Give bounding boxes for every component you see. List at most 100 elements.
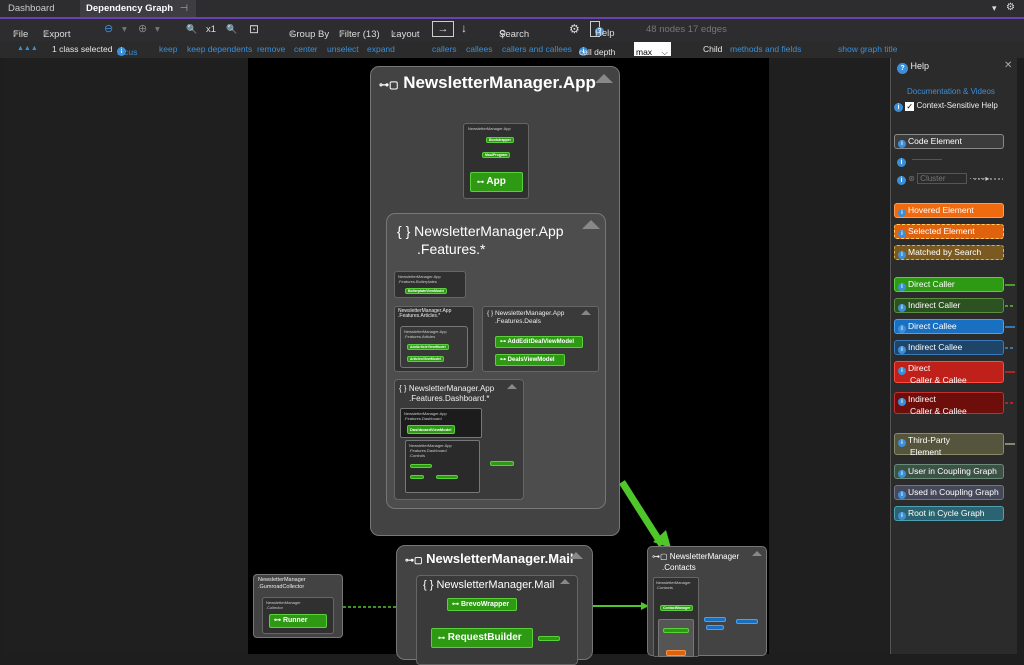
- app-mini-cluster[interactable]: NewsletterManager.App Bootstrapper MauiP…: [463, 123, 529, 199]
- cluster-templates[interactable]: NewsletterManager.App.Features.Boilerpla…: [394, 271, 466, 298]
- tab-dashboard[interactable]: Dashboard: [8, 3, 55, 14]
- call-depth-select[interactable]: max⌵: [634, 42, 671, 57]
- node-runner[interactable]: ⊶ Runner: [269, 614, 327, 628]
- node-mauiprogram[interactable]: MauiProgram: [482, 152, 511, 158]
- node-brevo-wrapper[interactable]: ⊶ BrevoWrapper: [447, 598, 517, 611]
- node-add-edit-deal-viewmodel[interactable]: ⊶ AddEditDealViewModel: [495, 336, 583, 348]
- help-button[interactable]: ? Help: [590, 21, 615, 39]
- cluster-articles-inner[interactable]: NewsletterManager.App.Features.Articles …: [400, 326, 468, 368]
- collapse-icon[interactable]: [560, 579, 570, 584]
- layout-down-button[interactable]: ↓: [461, 21, 467, 35]
- back-caret-icon[interactable]: ▾: [122, 24, 127, 35]
- node-contacts-a[interactable]: [663, 628, 689, 633]
- window-settings-icon[interactable]: ⚙: [1006, 2, 1015, 13]
- node-deals-viewmodel[interactable]: ⊶ DealsViewModel: [495, 354, 565, 366]
- collapse-icon[interactable]: [595, 74, 613, 83]
- node-contacts-blue-1[interactable]: [704, 617, 726, 622]
- cluster-collector[interactable]: NewsletterManager.Collector ⊶ Runner: [262, 597, 334, 634]
- layout-right-button[interactable]: →: [432, 21, 454, 37]
- remove-link[interactable]: remove: [257, 44, 286, 54]
- node-request-builder[interactable]: ⊶ RequestBuilder: [431, 628, 533, 648]
- zoom-out-icon[interactable]: 🔍: [226, 24, 238, 34]
- cluster-dashboard-inner[interactable]: NewsletterManager.App.Features.Dashboard…: [400, 408, 482, 438]
- node-bootstrapper[interactable]: Bootstrapper: [486, 137, 514, 143]
- node-templates-viewmodel[interactable]: BoilerplateViewModel: [405, 288, 448, 294]
- collapse-icon[interactable]: [581, 310, 591, 315]
- window-dropdown-icon[interactable]: ▾: [992, 3, 997, 13]
- unselect-link[interactable]: unselect: [327, 44, 359, 54]
- documentation-link[interactable]: Documentation & Videos: [907, 87, 995, 96]
- cluster-contacts-sub[interactable]: [658, 619, 694, 657]
- center-link[interactable]: center: [294, 44, 318, 54]
- methods-and-fields-link[interactable]: methods and fields: [730, 44, 802, 54]
- cluster-gumroad-collector[interactable]: NewsletterManager.GumroadCollector Newsl…: [253, 574, 343, 638]
- back-icon[interactable]: ⊖: [104, 23, 114, 35]
- pin-icon[interactable]: ⊣: [179, 3, 189, 14]
- node-contacts-blue-3[interactable]: [736, 619, 758, 624]
- collapse-icon[interactable]: [752, 551, 762, 556]
- zoom-in-icon[interactable]: 🔍: [186, 24, 198, 34]
- expand-all-icon[interactable]: ▲▲▲: [17, 45, 38, 52]
- cluster-mail[interactable]: ⊶▢ NewsletterManager.Mail { } Newsletter…: [396, 545, 593, 665]
- keep-dependents-link[interactable]: keep dependents: [187, 44, 253, 54]
- node-add-article-viewmodel[interactable]: AddArticleViewModel: [407, 344, 449, 350]
- node-contacts-blue-2[interactable]: [706, 625, 724, 630]
- collapse-icon[interactable]: [582, 220, 600, 229]
- cluster-contacts[interactable]: ⊶▢ NewsletterManager.Contacts Newsletter…: [647, 546, 767, 657]
- forward-caret-icon[interactable]: ▾: [155, 24, 160, 35]
- cluster-mail-inner[interactable]: { } NewsletterManager.Mail ⊶ BrevoWrappe…: [416, 575, 578, 665]
- callers-and-callees-link[interactable]: callers and callees: [502, 44, 572, 54]
- fit-view-icon[interactable]: ⊡: [249, 22, 260, 36]
- cluster-controls[interactable]: NewsletterManager.App.Features.Dashboard…: [405, 440, 480, 493]
- node-control-1[interactable]: [410, 464, 432, 468]
- node-control-3[interactable]: [436, 475, 458, 479]
- tab-dependency-graph[interactable]: Dependency Graph ⊣ ✕: [80, 0, 196, 31]
- cluster-dashboard[interactable]: { } NewsletterManager.App.Features.Dashb…: [394, 379, 524, 500]
- callees-link[interactable]: callees: [466, 44, 493, 54]
- keep-link[interactable]: keep: [159, 44, 178, 54]
- cluster-features[interactable]: { } NewsletterManager.App.Features.* New…: [386, 213, 606, 509]
- node-app[interactable]: ⊶ App: [470, 172, 523, 192]
- node-mail-external[interactable]: [538, 636, 560, 641]
- node-dashboard-viewmodel[interactable]: DashboardViewModel: [407, 425, 455, 434]
- context-sensitive-toggle[interactable]: i ✓ Context-Sensitive Help: [894, 101, 998, 112]
- node-contacts-selected[interactable]: [666, 650, 686, 656]
- node-articles-viewmodel[interactable]: ArticlesViewModel: [407, 356, 444, 362]
- cluster-articles[interactable]: NewsletterManager.App.Features.Articles.…: [394, 306, 474, 372]
- close-icon[interactable]: ✕: [1004, 60, 1013, 71]
- cluster-app[interactable]: ⊶▢ NewsletterManager.App NewsletterManag…: [370, 66, 620, 536]
- cluster-contacts-inner[interactable]: NewsletterManager.Contacts ContactManage…: [653, 577, 699, 657]
- contacts-sub-line1: NewsletterManager: [656, 580, 691, 585]
- expand-link[interactable]: expand: [367, 44, 395, 54]
- legend-label-1: Direct: [908, 363, 931, 373]
- zoom-level[interactable]: x1: [206, 24, 217, 35]
- show-graph-title-link[interactable]: show graph title: [838, 44, 898, 54]
- node-control-4[interactable]: [490, 461, 514, 466]
- checkbox-checked-icon[interactable]: ✓: [905, 102, 915, 111]
- node-control-2[interactable]: [410, 475, 424, 479]
- settings-icon[interactable]: ⚙: [569, 22, 580, 36]
- collapse-icon[interactable]: [507, 384, 517, 389]
- forward-icon[interactable]: ⊕: [138, 23, 148, 35]
- collector-title: NewsletterManager.Collector: [266, 600, 301, 610]
- callers-link[interactable]: callers: [432, 44, 457, 54]
- features-title-line1: NewsletterManager.App: [414, 223, 564, 239]
- graph-canvas[interactable]: ⊶▢ NewsletterManager.App NewsletterManag…: [5, 58, 889, 665]
- collapse-icon[interactable]: [569, 552, 583, 559]
- node-contact-manager[interactable]: ContactManager: [660, 605, 694, 611]
- cluster-deals[interactable]: { } NewsletterManager.App.Features.Deals…: [482, 306, 599, 372]
